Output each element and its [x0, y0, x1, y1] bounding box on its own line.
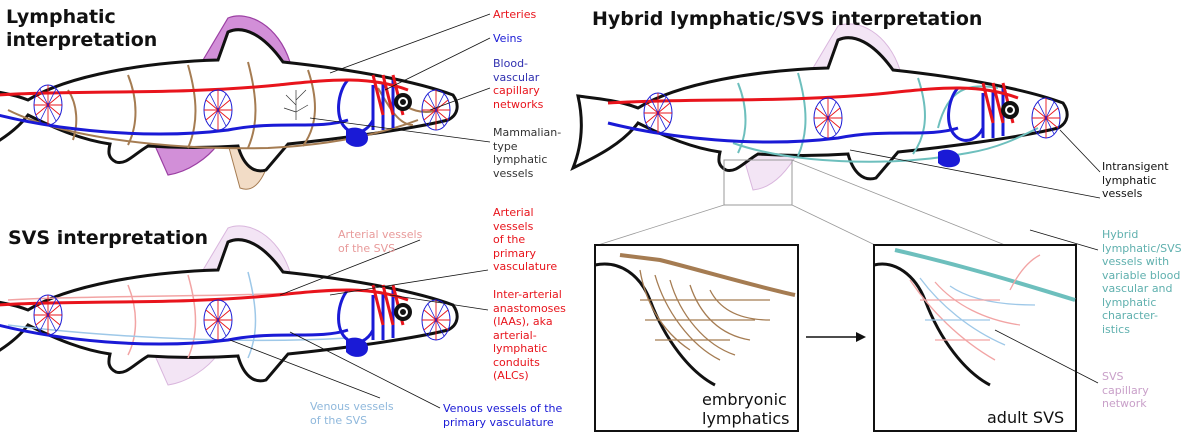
title-lymphatic: Lymphatic interpretation: [6, 6, 158, 51]
arrow-head-icon: [856, 332, 866, 342]
zoom-box: [723, 159, 793, 206]
label-hybrid-vessels: Hybrid lymphatic/SVS vessels with variab…: [1102, 228, 1182, 336]
title-svs: SVS interpretation: [8, 227, 209, 249]
inset-embryonic: [594, 244, 799, 432]
label-arteries: Arteries: [493, 8, 537, 21]
leader-lines: [229, 13, 1101, 409]
label-svs-capillary: SVS capillary network: [1102, 370, 1149, 410]
inset-adult: [873, 244, 1077, 432]
label-iaa: Inter-arterial anastomoses (IAAs), aka a…: [493, 288, 566, 382]
label-venous-svs: Venous vessels of the SVS: [310, 400, 394, 427]
title-hybrid: Hybrid lymphatic/SVS interpretation: [592, 8, 983, 30]
fish-hybrid: [571, 23, 1069, 191]
label-arterial-primary: Arterial vessels of the primary vasculat…: [493, 206, 558, 273]
fish-lymphatic: [0, 15, 459, 190]
label-intransigent: Intransigent lymphatic vessels: [1102, 160, 1169, 200]
label-arterial-svs: Arterial vessels of the SVS: [338, 228, 423, 255]
zoom-lines: [597, 159, 1006, 246]
caption-adult: adult SVS: [987, 408, 1065, 427]
label-mammalian-lymph: Mammalian- type lymphatic vessels: [493, 126, 562, 180]
caption-embryonic: embryonic lymphatics: [702, 390, 790, 428]
label-blood-vascular: Blood- vascular: [493, 57, 540, 84]
fish-svs: [0, 225, 459, 386]
label-capillary-networks: capillary networks: [493, 84, 544, 111]
label-veins: Veins: [493, 32, 523, 45]
label-venous-primary: Venous vessels of the primary vasculatur…: [443, 402, 563, 429]
